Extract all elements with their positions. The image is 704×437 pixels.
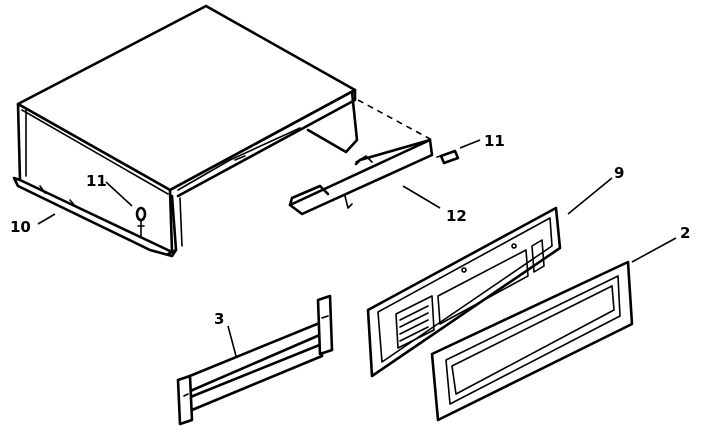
screw-left: [135, 206, 147, 237]
callout-part-2: 2: [680, 224, 690, 242]
cabinet-housing: [12, 4, 359, 258]
callout-part-10: 10: [10, 218, 31, 236]
mounting-bracket: [288, 138, 434, 216]
alignment-line: [357, 99, 433, 141]
trim-frame: [430, 260, 634, 422]
callout-part-11-left: 11: [86, 172, 107, 190]
control-panel: [366, 206, 562, 378]
callout-part-11-right: 11: [484, 132, 505, 150]
support-rail: [176, 294, 334, 426]
screw-right: [436, 149, 460, 165]
callout-part-9: 9: [614, 164, 624, 182]
callout-part-12: 12: [446, 207, 467, 225]
leader-lines: [37, 139, 677, 357]
callout-part-3: 3: [214, 310, 224, 328]
